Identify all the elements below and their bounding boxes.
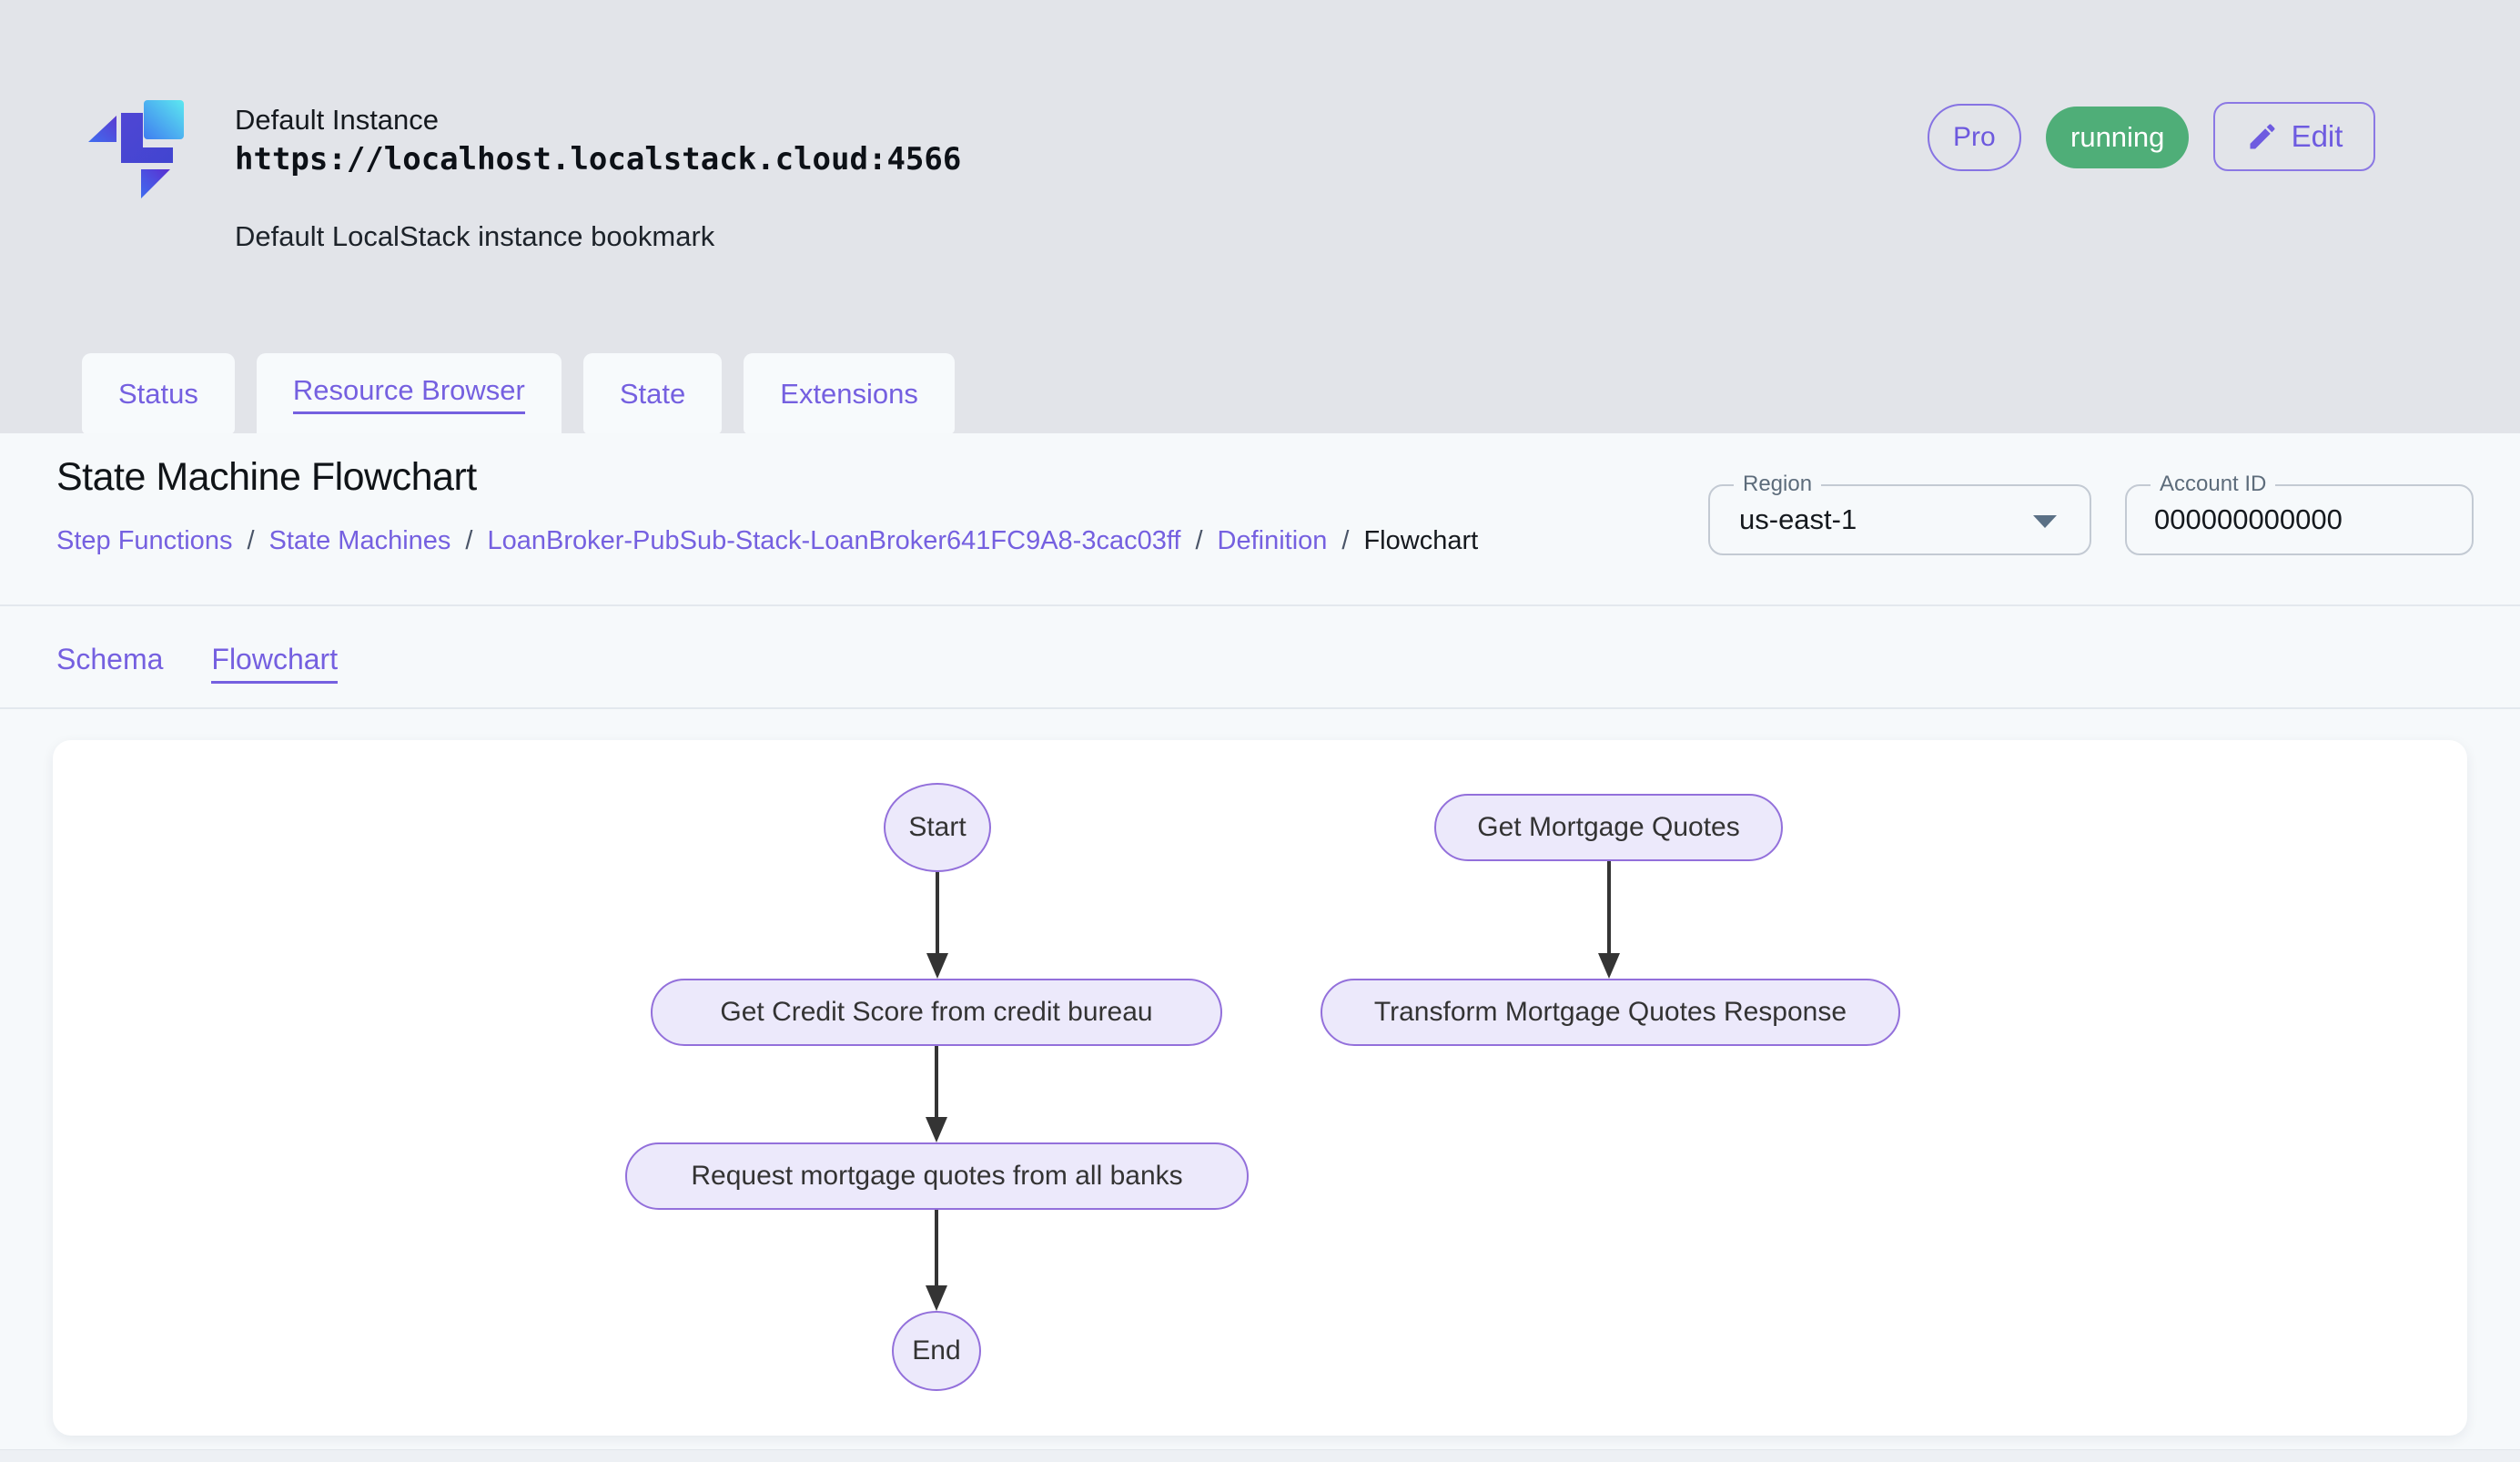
region-select-value: us-east-1: [1739, 503, 1857, 535]
flowchart-canvas: Start Get Credit Score from credit burea…: [53, 740, 2467, 1436]
region-select[interactable]: Region us-east-1: [1708, 472, 2091, 555]
breadcrumb-link-state-machines[interactable]: State Machines: [268, 526, 451, 555]
tab-status[interactable]: Status: [82, 353, 235, 434]
flowchart-arrows: [926, 861, 1620, 1311]
edit-button-label: Edit: [2291, 119, 2343, 153]
node-get-mortgage-quotes: Get Mortgage Quotes: [1434, 794, 1783, 861]
node-get-mortgage-quotes-label: Get Mortgage Quotes: [1477, 812, 1740, 842]
breadcrumb-link-state-machine-name[interactable]: LoanBroker-PubSub-Stack-LoanBroker641FC9…: [487, 526, 1181, 555]
tab-resource-browser[interactable]: Resource Browser: [256, 353, 562, 434]
breadcrumb-separator: /: [247, 526, 255, 555]
chevron-down-icon: [2033, 515, 2057, 528]
bottom-edge-strip: [0, 1449, 2520, 1462]
breadcrumb: Step Functions / State Machines / LoanBr…: [56, 526, 1478, 556]
instance-name: Default Instance: [235, 104, 440, 136]
node-end-label: End: [912, 1335, 961, 1366]
breadcrumb-link-definition[interactable]: Definition: [1217, 526, 1328, 555]
running-status-label: running: [2070, 121, 2165, 153]
running-status-badge: running: [2046, 107, 2190, 168]
subtab-divider: [0, 707, 2520, 709]
breadcrumb-current-flowchart: Flowchart: [1363, 526, 1479, 555]
tab-extensions[interactable]: Extensions: [744, 353, 955, 434]
account-id-input[interactable]: [2127, 486, 2472, 553]
page-title: State Machine Flowchart: [56, 455, 477, 499]
region-select-label: Region: [1734, 472, 1822, 496]
pro-badge: Pro: [1928, 104, 2021, 171]
tab-extensions-label: Extensions: [780, 377, 918, 410]
node-start-label: Start: [908, 812, 967, 842]
node-request-quotes-label: Request mortgage quotes from all banks: [691, 1161, 1183, 1191]
pro-badge-label: Pro: [1953, 122, 1996, 152]
tab-state-label: State: [619, 377, 686, 410]
instance-url: https://localhost.localstack.cloud:4566: [235, 141, 962, 178]
breadcrumb-separator: /: [1195, 526, 1203, 555]
node-transform-response: Transform Mortgage Quotes Response: [1321, 979, 1900, 1046]
header-divider: [0, 604, 2520, 606]
node-end: End: [892, 1311, 981, 1391]
subtab-flowchart-label: Flowchart: [211, 643, 339, 684]
node-get-credit-score-label: Get Credit Score from credit bureau: [720, 997, 1153, 1027]
subtab-flowchart[interactable]: Flowchart: [211, 643, 339, 684]
breadcrumb-separator: /: [1341, 526, 1350, 555]
subtab-schema-label: Schema: [56, 643, 164, 675]
tab-status-label: Status: [118, 377, 198, 410]
edit-pencil-icon: [2250, 124, 2275, 149]
content-panel: State Machine Flowchart Step Functions /…: [0, 433, 2520, 1462]
node-get-credit-score: Get Credit Score from credit bureau: [651, 979, 1222, 1046]
instance-description: Default LocalStack instance bookmark: [235, 220, 715, 252]
breadcrumb-separator: /: [465, 526, 473, 555]
breadcrumb-link-step-functions[interactable]: Step Functions: [56, 526, 233, 555]
main-tabs: Status Resource Browser State Extensions: [82, 353, 955, 434]
node-transform-response-label: Transform Mortgage Quotes Response: [1373, 997, 1847, 1027]
edit-button[interactable]: Edit: [2213, 102, 2375, 171]
node-start: Start: [884, 783, 991, 872]
definition-subtabs: Schema Flowchart: [56, 643, 339, 684]
localstack-logo-icon: [88, 100, 184, 198]
account-id-field: Account ID: [2125, 472, 2474, 555]
tab-resource-browser-label: Resource Browser: [292, 374, 525, 414]
tab-state[interactable]: State: [582, 353, 723, 434]
node-request-quotes: Request mortgage quotes from all banks: [625, 1142, 1249, 1210]
subtab-schema[interactable]: Schema: [56, 643, 163, 676]
